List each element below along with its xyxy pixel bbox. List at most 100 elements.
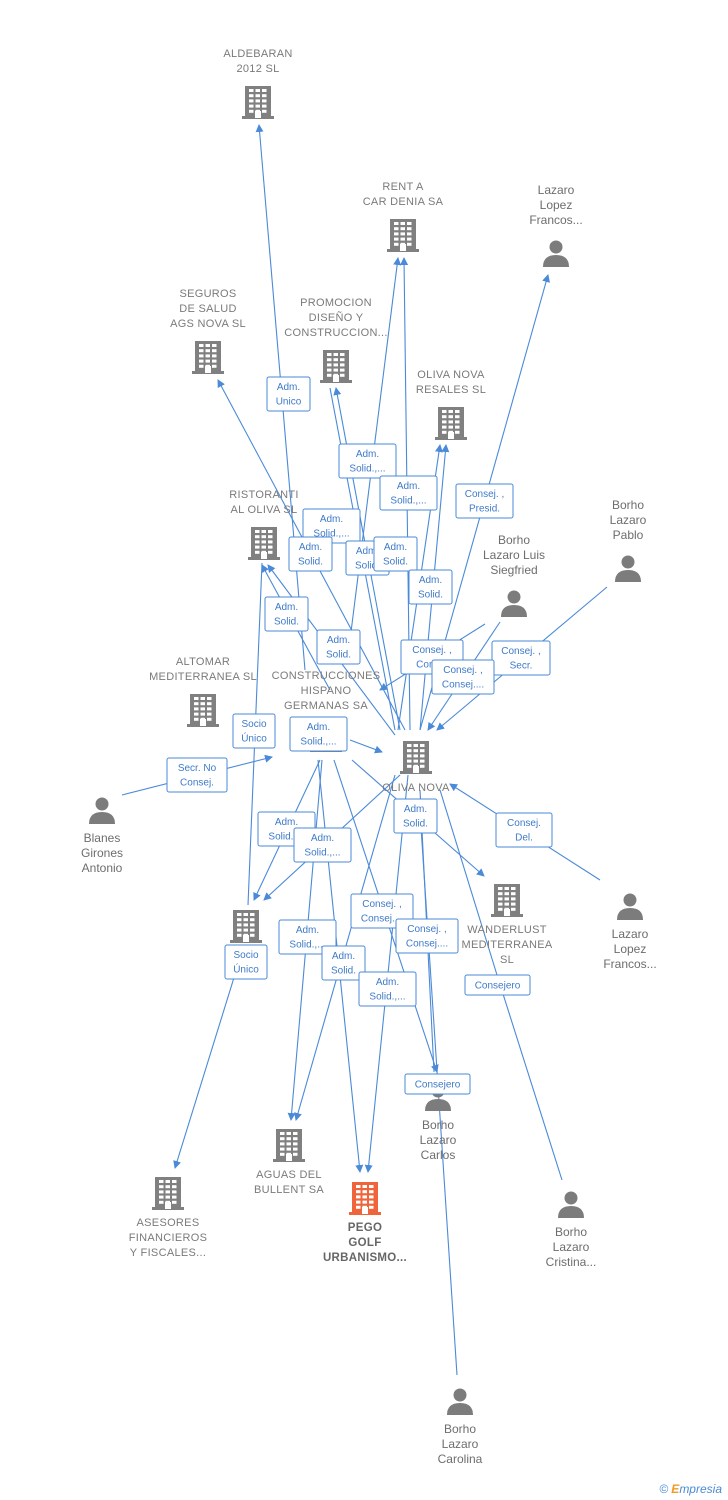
relation-label[interactable]: Consej. , Presid. bbox=[455, 483, 514, 519]
relation-label[interactable]: Adm.Solid.,... bbox=[293, 827, 352, 863]
company-node-pego[interactable]: PEGOGOLFURBANISMO... bbox=[323, 1182, 407, 1264]
node-label-line: Lazaro bbox=[553, 1240, 590, 1254]
node-label-line: Carolina bbox=[438, 1452, 483, 1466]
relation-label[interactable]: Adm.Solid. bbox=[373, 536, 418, 572]
node-label-line: RISTORANTI bbox=[229, 489, 298, 501]
person-icon bbox=[543, 240, 569, 267]
relation-label[interactable]: Adm.Solid. bbox=[316, 629, 361, 665]
relation-text: Secr. bbox=[510, 661, 533, 672]
building-icon bbox=[230, 910, 262, 943]
building-icon bbox=[273, 1129, 305, 1162]
relation-label[interactable]: Adm.Unico bbox=[266, 376, 311, 412]
brand-name: mpresia bbox=[679, 1482, 722, 1496]
person-node-lazaro1[interactable]: LazaroLopezFrancos... bbox=[529, 183, 583, 267]
relation-text: Adm. bbox=[296, 925, 319, 936]
relation-text: Del. bbox=[515, 833, 533, 844]
building-icon bbox=[491, 884, 523, 917]
relation-text: Solid.,... bbox=[313, 529, 349, 540]
company-node-olivanova[interactable]: OLIVA NOVA bbox=[382, 741, 450, 794]
building-icon bbox=[192, 341, 224, 374]
node-label-line: Francos... bbox=[603, 957, 656, 971]
node-label-line: FINANCIEROS bbox=[129, 1232, 207, 1244]
node-label-line: DE SALUD bbox=[179, 303, 236, 315]
node-label-line: CONSTRUCCIONES bbox=[272, 670, 381, 682]
relation-label[interactable]: Adm.Solid. bbox=[288, 536, 333, 572]
relation-text: Adm. bbox=[356, 449, 379, 460]
node-label-line: Pablo bbox=[613, 528, 644, 542]
node-label-line: ALDEBARAN bbox=[223, 48, 292, 60]
node-label-line: ALTOMAR bbox=[176, 656, 230, 668]
relation-label[interactable]: Adm.Solid. bbox=[408, 569, 453, 605]
node-label-line: WANDERLUST bbox=[467, 924, 547, 936]
relation-label[interactable]: Consej. ,Secr. bbox=[491, 640, 551, 676]
relation-label[interactable]: Consej. ,Consej.... bbox=[431, 659, 495, 695]
relation-label[interactable]: Adm.Solid. bbox=[321, 945, 366, 981]
relation-label[interactable]: Adm.Solid.,... bbox=[358, 971, 417, 1007]
relation-label[interactable]: Adm.Solid.,... bbox=[379, 475, 438, 511]
person-icon bbox=[501, 590, 527, 617]
relation-label[interactable]: Adm.Solid. bbox=[393, 798, 438, 834]
relation-text: Único bbox=[241, 732, 267, 745]
relation-text: Solid. bbox=[274, 617, 299, 628]
relation-text: Secr. No bbox=[178, 763, 217, 774]
person-icon bbox=[615, 555, 641, 582]
relation-label[interactable]: Adm.Solid. bbox=[264, 596, 309, 632]
relation-text: Consej. , bbox=[412, 645, 451, 656]
node-label-line: RESALES SL bbox=[416, 384, 486, 396]
building-icon bbox=[320, 350, 352, 383]
node-label-line: PEGO bbox=[348, 1222, 382, 1234]
node-label-line: Lazaro bbox=[442, 1437, 479, 1451]
node-label-line: ASESORES bbox=[137, 1217, 200, 1229]
node-label-line: AGS NOVA SL bbox=[170, 318, 246, 330]
relation-label[interactable]: Consejero bbox=[404, 1073, 471, 1095]
building-icon bbox=[242, 86, 274, 119]
person-icon bbox=[447, 1388, 473, 1415]
empresia-logo[interactable]: ©Empresia bbox=[659, 1482, 722, 1496]
person-node-borhocristina[interactable]: BorhoLazaroCristina... bbox=[546, 1191, 597, 1270]
relation-text: Adm. bbox=[277, 382, 300, 393]
node-label-line: RENT A bbox=[382, 181, 424, 193]
node-label-line: Lopez bbox=[614, 942, 647, 956]
node-label-line: Borho bbox=[498, 533, 530, 547]
relation-label[interactable]: Consej. , Consej.... bbox=[395, 918, 459, 954]
node-label-line: DISEÑO Y bbox=[309, 311, 364, 324]
relation-label[interactable]: Consejero bbox=[464, 974, 531, 996]
node-label-line: AGUAS DEL bbox=[256, 1169, 322, 1181]
person-icon bbox=[558, 1191, 584, 1218]
edge-line bbox=[173, 954, 242, 1169]
node-label-line: MEDITERRANEA bbox=[462, 939, 553, 951]
relation-label[interactable]: Adm.Solid.,... bbox=[338, 443, 397, 479]
relation-label[interactable]: Consej.Del. bbox=[495, 812, 553, 848]
edge-line bbox=[349, 739, 383, 754]
relation-label[interactable]: Adm.Solid.,... bbox=[278, 919, 337, 955]
relation-label[interactable]: Adm.Solid.,... bbox=[289, 716, 348, 752]
person-node-lazaro2[interactable]: LazaroLopezFrancos... bbox=[603, 893, 657, 972]
relation-text: Adm. bbox=[299, 542, 322, 553]
relation-text: Consej. , bbox=[407, 924, 446, 935]
relation-text: Solid. bbox=[326, 650, 351, 661]
node-label-line: PROMOCION bbox=[300, 297, 372, 309]
relation-text: Presid. bbox=[469, 504, 500, 515]
node-label-line: Borho bbox=[555, 1225, 587, 1239]
relation-text: Consej.... bbox=[406, 939, 448, 950]
relation-text: Consej. , bbox=[465, 489, 504, 500]
